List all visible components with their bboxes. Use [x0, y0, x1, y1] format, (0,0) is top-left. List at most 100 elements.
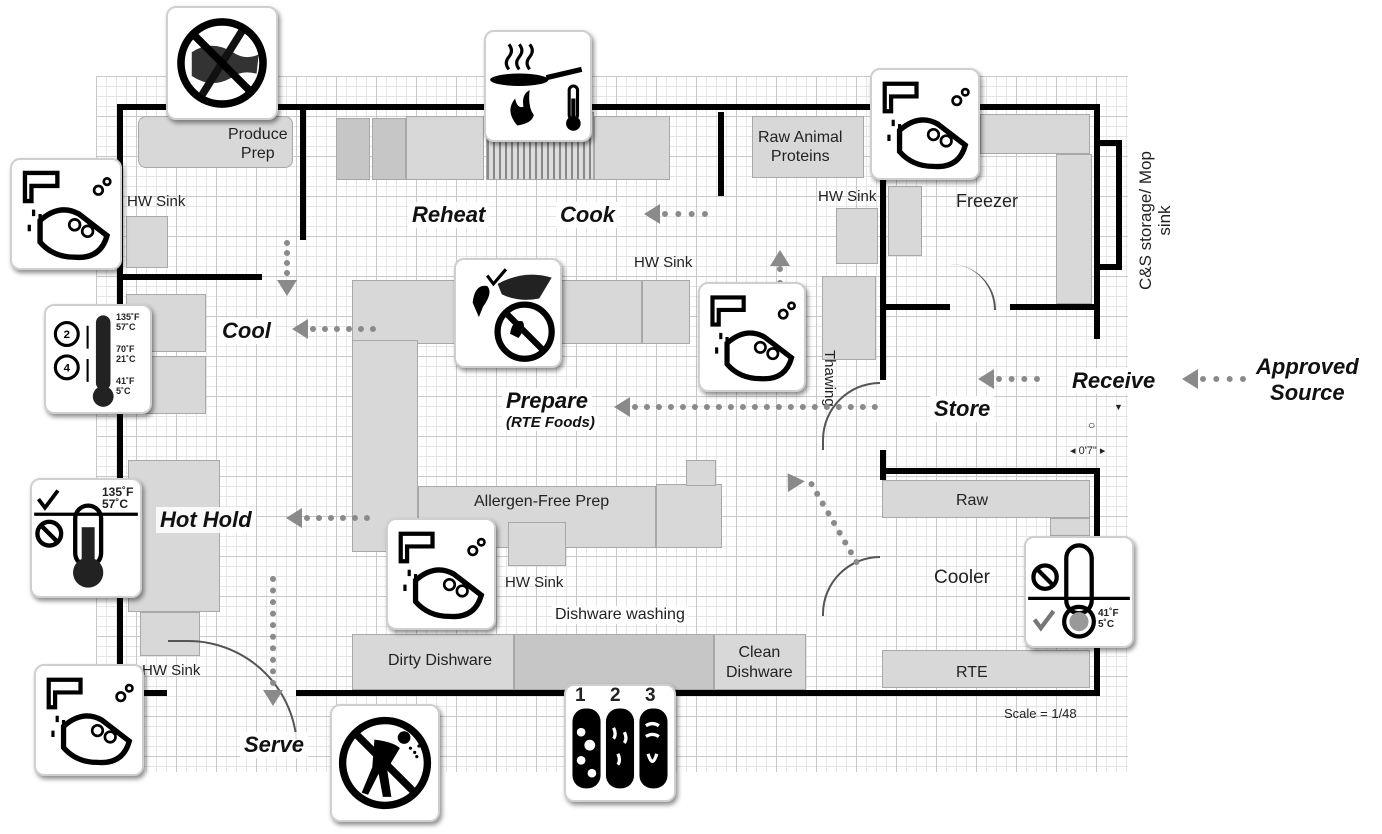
arrow-reheat-cool-head [277, 280, 297, 296]
cool-temp-135: 135˚F 57˚C [116, 312, 140, 332]
dirty-dishware-label: Dirty Dishware [388, 652, 493, 669]
three-compartment-sink [514, 634, 714, 690]
freezer-shelf-left [888, 186, 922, 256]
cool-temp-41: 41˚F 5˚C [116, 376, 135, 396]
wall-cs-right-b [1100, 264, 1122, 270]
dimension-marker: ○ [1088, 418, 1096, 432]
clean-dishware-label: Clean Dishware [726, 644, 793, 681]
handwashing-icon [34, 664, 144, 776]
arrow-reheat-cool [284, 240, 290, 276]
hw-sink-allergen-basin [508, 522, 566, 566]
floor-grid [96, 76, 1128, 772]
sanitizer-step-3: 3 [645, 685, 656, 706]
no-cross-contamination-icon [166, 6, 278, 120]
flow-prepare: Prepare [502, 388, 592, 414]
cooling-temperature-icon: 2 4 135˚F 57˚C 70˚F 21˚C 41˚F 5˚C [44, 304, 152, 414]
arrow-to-hot-hold-head [286, 508, 302, 528]
hot-hold-temp: 135˚F 57˚C [102, 485, 134, 511]
hot-hold-unit [128, 460, 220, 612]
produce-prep-table [138, 116, 293, 168]
handwashing-icon [10, 158, 122, 270]
thawing-label: Thawing [821, 350, 838, 407]
hw-sink-bottom-left-label: HW Sink [142, 662, 201, 679]
cooler-temp: 41˚F 5˚C [1098, 608, 1119, 630]
freezer-shelf-top [980, 114, 1090, 154]
flow-cool: Cool [218, 318, 275, 344]
wall-cs-right-v [1116, 140, 1122, 270]
cs-storage-label: C&S storage/ Mop sink [1136, 151, 1174, 290]
allergen-free-prep-label: Allergen-Free Prep [474, 493, 610, 510]
no-bare-hand-contact-icon [454, 258, 562, 368]
wall-bottom [296, 690, 1096, 696]
dishware-washing-label: Dishware washing [552, 606, 688, 624]
cool-temp-70: 70˚F 21˚C [116, 344, 136, 364]
handwashing-icon [386, 518, 496, 630]
cooler-raw-shelf [882, 480, 1090, 518]
arrow-source-receive-head [1182, 369, 1198, 389]
wall-cs-right [1100, 140, 1122, 146]
hw-sink-left-basin [126, 216, 168, 268]
arrow-store-prepare [632, 404, 878, 410]
arrow-to-hot-hold [304, 515, 370, 521]
clean-dishware-table [714, 634, 806, 690]
cook-temperature-icon [484, 30, 592, 142]
raw-label: Raw [956, 492, 989, 509]
sanitizer-step-1: 1 [575, 685, 586, 706]
dimension-tick: ▼ [1114, 402, 1123, 412]
flow-receive: Receive [1068, 368, 1160, 394]
wall-produce-divider [300, 104, 306, 240]
freezer-shelf-right [1056, 154, 1092, 304]
wall-top [117, 104, 1097, 110]
hw-sink-top-right-label: HW Sink [818, 188, 877, 205]
wall-freezer-bottom [880, 304, 950, 310]
cool-4-hours: 4 [64, 362, 71, 374]
raw-animal-proteins-label: Raw Animal Proteins [758, 129, 843, 165]
wall-storage-left [880, 104, 886, 380]
arrow-receive-store [996, 376, 1040, 382]
flow-prepare-sub: (RTE Foods) [502, 414, 599, 431]
wall-right [1094, 104, 1100, 339]
hw-sink-left-label: HW Sink [127, 193, 186, 210]
flow-serve: Serve [240, 732, 308, 758]
hw-sink-center-label: HW Sink [634, 254, 693, 271]
wall-cooler-top [880, 468, 1100, 474]
cold-holding-icon: 41˚F 5˚C [1024, 536, 1134, 648]
allergen-sink [656, 484, 722, 548]
arrow-source-receive [1200, 376, 1246, 382]
hot-holding-icon: 135˚F 57˚C [30, 478, 142, 598]
fryer-1 [336, 118, 370, 180]
hw-sink-allergen-label: HW Sink [505, 574, 564, 591]
raw-animal-proteins-table [752, 116, 864, 178]
range-left [406, 116, 484, 180]
wall-storage-lower [880, 450, 886, 480]
arrow-to-serve [270, 576, 276, 686]
arrow-cook-reheat-head [644, 204, 660, 224]
wall-left-sink-divider [117, 274, 262, 280]
dimension-value: 0'7" [1078, 445, 1097, 457]
range-right [594, 116, 670, 180]
sanitizer-step-2: 2 [610, 685, 621, 706]
arrow-to-cool [310, 326, 376, 332]
flow-hot-hold: Hot Hold [156, 507, 256, 533]
hw-sink-top-right-basin [836, 208, 878, 264]
flow-cook: Cook [556, 202, 619, 228]
arrow-to-serve-head [263, 690, 283, 706]
rte-label: RTE [956, 664, 988, 681]
cooler-label: Cooler [934, 567, 990, 588]
fryer-2 [372, 118, 406, 180]
arrow-receive-store-head [978, 369, 994, 389]
cool-2-hours: 2 [64, 329, 70, 341]
arrow-cook-reheat [662, 211, 708, 217]
wall-freezer-bottom-2 [1010, 304, 1100, 310]
hw-sink-center-basin [642, 280, 690, 344]
cooler-rte-shelf [882, 650, 1090, 688]
flow-approved-source: Approved Source [1256, 354, 1359, 405]
arrow-to-cool-head [292, 319, 308, 339]
no-ill-workers-icon [330, 704, 440, 822]
arrow-store-prepare-head [614, 397, 630, 417]
dirty-dishware-table [352, 634, 514, 690]
thawing-sink [822, 276, 876, 360]
scale-label: Scale = 1/48 [1004, 706, 1077, 721]
three-compartment-sink-icon: 1 2 3 [564, 684, 676, 802]
allergen-sink-top [686, 460, 716, 486]
